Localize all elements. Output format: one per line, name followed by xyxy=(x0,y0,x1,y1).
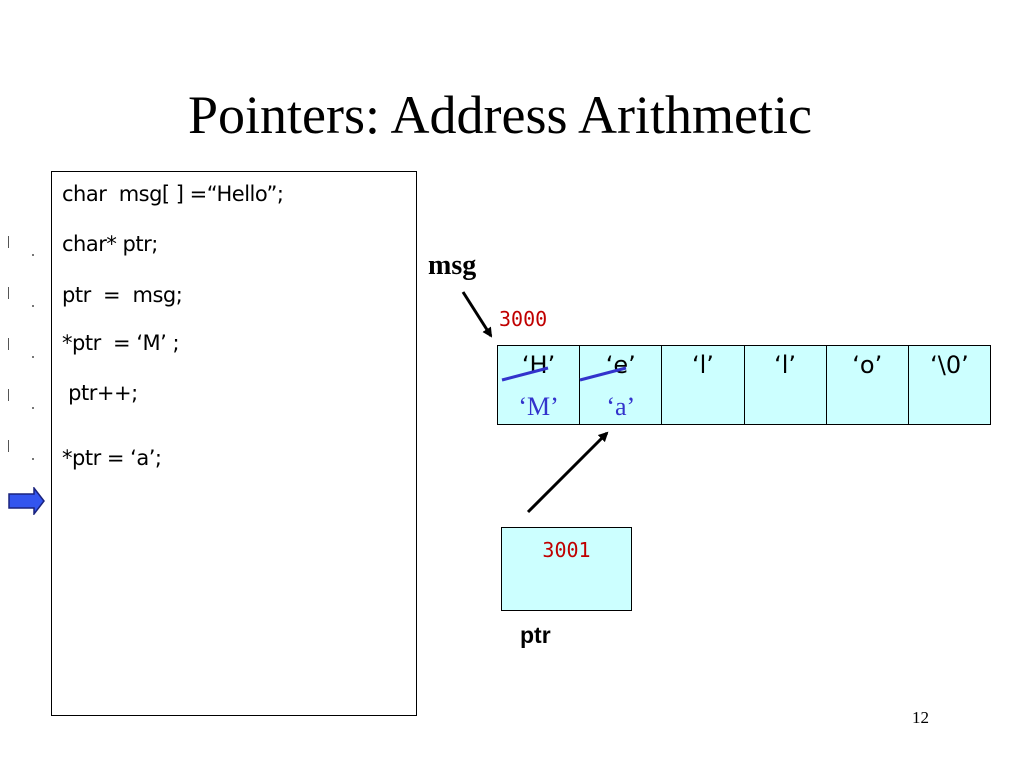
char-array: ‘H’ ‘M’ ‘e’ ‘a’ ‘l’ ‘l’ ‘o’ ‘\0’ xyxy=(497,345,991,425)
array-cell: ‘e’ ‘a’ xyxy=(580,346,663,424)
cell-new-value: ‘M’ xyxy=(518,392,559,421)
array-cell: ‘l’ xyxy=(745,346,827,424)
code-panel: char msg[ ] =“Hello”; char* ptr; ptr = m… xyxy=(51,171,417,716)
ptr-label: ptr xyxy=(520,622,551,648)
cell-old-value: ‘o’ xyxy=(852,351,883,379)
cell-old-value: ‘e’ xyxy=(605,351,636,379)
slide-title: Pointers: Address Arithmetic xyxy=(188,85,812,145)
ptr-value: 3001 xyxy=(542,538,591,562)
ptr-variable-box: 3001 xyxy=(501,527,632,611)
cell-old-value: ‘l’ xyxy=(774,351,797,379)
code-line: ptr = msg; xyxy=(62,283,183,307)
array-cell: ‘l’ xyxy=(662,346,745,424)
slide-number: 12 xyxy=(912,708,929,727)
code-line: ptr++; xyxy=(62,381,138,405)
code-line: char msg[ ] =“Hello”; xyxy=(62,182,284,206)
current-line-arrow-icon xyxy=(8,487,45,515)
array-cell: ‘H’ ‘M’ xyxy=(498,346,581,424)
ptr-pointer-arrow xyxy=(526,431,609,514)
code-line: *ptr = ‘a’; xyxy=(62,446,162,470)
msg-address: 3000 xyxy=(499,307,548,331)
msg-pointer-arrow xyxy=(461,291,493,338)
cell-old-value: ‘\0’ xyxy=(930,351,969,379)
cell-new-value: ‘a’ xyxy=(606,392,636,421)
code-line: *ptr = ‘M’ ; xyxy=(62,331,180,355)
cell-old-value: ‘H’ xyxy=(521,351,556,379)
cell-old-value: ‘l’ xyxy=(691,351,714,379)
msg-label: msg xyxy=(428,250,477,281)
code-line: char* ptr; xyxy=(62,232,158,256)
array-cell: ‘o’ xyxy=(827,346,909,424)
array-cell: ‘\0’ xyxy=(909,346,990,424)
